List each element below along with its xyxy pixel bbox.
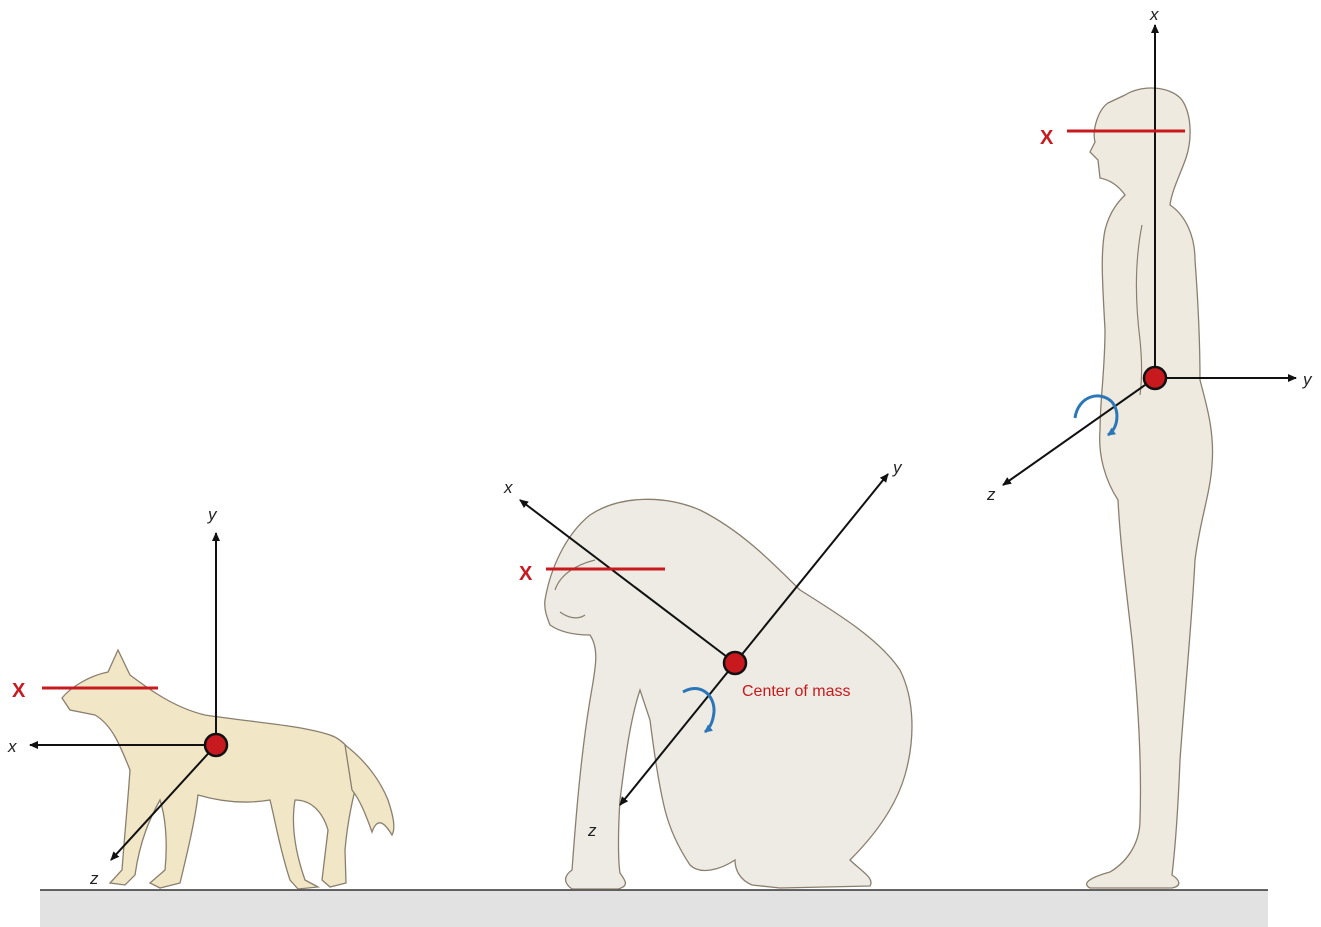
- dog-z-label: z: [89, 869, 99, 888]
- gorilla-body: [545, 499, 912, 889]
- ground: [40, 890, 1268, 927]
- dog-center-of-mass: [205, 734, 227, 756]
- dog-y-label: y: [207, 505, 218, 524]
- human-center-of-mass: [1144, 367, 1166, 389]
- dog-body: [62, 650, 360, 889]
- gorilla-y-label: y: [892, 458, 903, 477]
- gorilla-eye-mark: X: [519, 563, 533, 585]
- human-y-label: y: [1302, 370, 1313, 389]
- dog-eye-mark: X: [12, 680, 26, 702]
- gorilla-center-of-mass: [724, 652, 746, 674]
- human-figure: [1087, 88, 1213, 888]
- human-body: [1087, 88, 1213, 888]
- human-x-label: x: [1149, 5, 1159, 24]
- dog-tail: [345, 745, 394, 835]
- gorilla-figure: [545, 499, 912, 889]
- center-of-mass-label: Center of mass: [742, 683, 850, 700]
- human-eye-mark: X: [1040, 127, 1054, 149]
- dog-x-label: x: [7, 737, 17, 756]
- human-z-label: z: [986, 485, 996, 504]
- gorilla-x-label: x: [503, 478, 513, 497]
- gorilla-z-label: z: [587, 821, 597, 840]
- dog-figure: [62, 650, 394, 889]
